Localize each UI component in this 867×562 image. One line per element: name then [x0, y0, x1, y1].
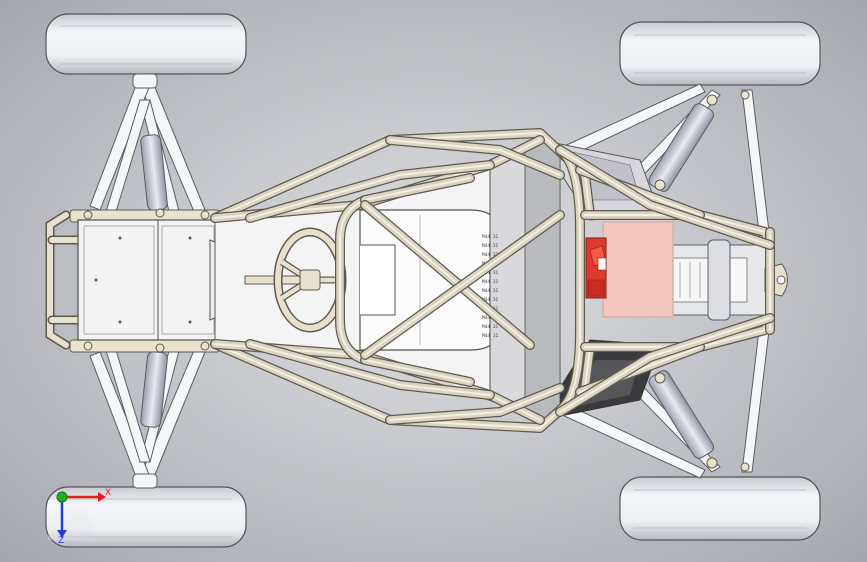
roll-cage[interactable] [210, 128, 775, 433]
tire-front-left[interactable] [45, 13, 247, 75]
cockpit-diagonal-a-highlight [364, 204, 531, 346]
engine-cover[interactable] [602, 221, 674, 318]
lower-diagonal-1-highlight [389, 387, 561, 421]
tire-rear-left[interactable] [619, 21, 821, 86]
side-rail-upper-highlight [214, 132, 591, 219]
vent-label: M44 31 [482, 333, 499, 339]
main-hoop-highlight [559, 149, 581, 411]
x-axis-arrowhead [98, 492, 106, 502]
cockpit-diagonal-b-highlight [364, 214, 561, 356]
front-hoop-brace-upper-highlight [364, 177, 471, 201]
vent-label: M44 31 [482, 297, 499, 303]
rear-stay-lower-highlight [559, 317, 771, 413]
vent-label: M44 31 [482, 270, 499, 276]
tire-rear-right[interactable] [619, 476, 821, 541]
engine-block[interactable] [585, 237, 607, 299]
z-axis-label: Z [58, 536, 64, 546]
tire-front-right[interactable] [45, 486, 247, 548]
vent-label: M44 31 [482, 252, 499, 258]
side-rail-lower-highlight [214, 343, 591, 429]
vent-label: M44 31 [482, 324, 499, 330]
front-floor-panel[interactable] [77, 219, 219, 341]
z-axis-arrowhead [57, 530, 67, 538]
x-axis-label: X [105, 488, 111, 498]
front-hoop-highlight [339, 199, 366, 361]
frame-mount-points [83, 90, 750, 472]
vent-label: M44 31 [482, 243, 499, 249]
upper-diagonal-1-highlight [389, 139, 561, 176]
vent-label: M44 31 [482, 234, 499, 240]
front-bumper[interactable] [45, 210, 85, 350]
seat-back-panel[interactable] [489, 139, 561, 419]
front-hoop-brace-lower-highlight [364, 359, 471, 383]
transmission-unit[interactable] [659, 239, 771, 321]
vent-label: M44 31 [482, 315, 499, 321]
vent-label: M44 31 [482, 279, 499, 285]
lower-brace-highlight [249, 343, 491, 396]
orientation-triad[interactable]: X Z [48, 488, 111, 546]
upper-brace-highlight [249, 164, 491, 219]
seat[interactable] [359, 209, 501, 351]
y-axis-dot [56, 491, 68, 503]
rear-stay-upper-highlight [559, 149, 771, 246]
vent-label: M44 31 [482, 288, 499, 294]
